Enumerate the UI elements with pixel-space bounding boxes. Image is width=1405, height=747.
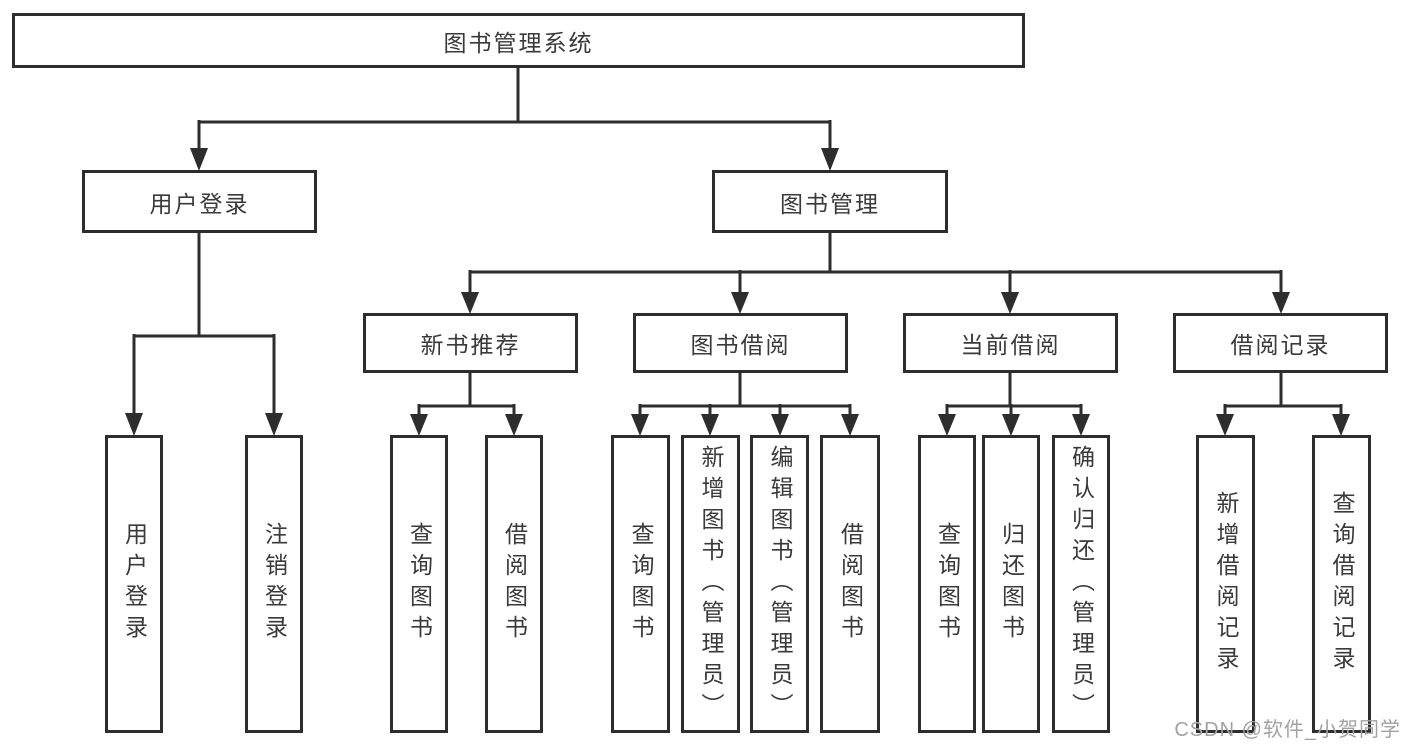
leaf-label: 新增图书（管理员） [698, 444, 724, 724]
leaf-query-books-borrow: 查询图书 [611, 435, 670, 733]
node-book-management: 图书管理 [712, 170, 948, 233]
leaf-borrow-books: 借阅图书 [820, 435, 880, 733]
leaf-label: 编辑图书（管理员） [767, 444, 793, 724]
leaf-user-login: 用户登录 [105, 435, 163, 733]
leaf-label: 借阅图书 [837, 522, 864, 646]
leaf-confirm-return-admin: 确认归还（管理员） [1052, 435, 1110, 733]
leaf-query-books-current: 查询图书 [918, 435, 976, 733]
leaf-label: 注销登录 [261, 522, 288, 646]
node-label: 新书推荐 [420, 332, 521, 358]
leaf-label: 借阅图书 [501, 522, 528, 646]
leaf-query-books-recommend: 查询图书 [390, 435, 448, 733]
node-book-borrow: 图书借阅 [633, 313, 848, 373]
leaf-label: 查询借阅记录 [1329, 491, 1355, 677]
leaf-logout: 注销登录 [245, 435, 303, 733]
node-label: 借阅记录 [1230, 332, 1331, 358]
node-label: 图书管理系统 [443, 29, 594, 56]
node-library-management-system: 图书管理系统 [12, 13, 1025, 68]
arrowheads [125, 148, 1350, 436]
leaf-label: 归还图书 [998, 522, 1025, 646]
leaf-edit-book-admin: 编辑图书（管理员） [750, 435, 809, 733]
node-label: 用户登录 [149, 190, 250, 217]
leaf-return-book: 归还图书 [982, 435, 1040, 733]
node-user-login: 用户登录 [82, 170, 317, 233]
node-current-borrow: 当前借阅 [903, 313, 1118, 373]
leaf-label: 查询图书 [406, 522, 433, 646]
node-new-book-recommend: 新书推荐 [363, 313, 578, 373]
leaf-add-borrow-record: 新增借阅记录 [1196, 435, 1255, 733]
node-label: 图书管理 [780, 190, 880, 217]
csdn-watermark: CSDN @软件_小贺同学 [1174, 719, 1401, 741]
leaf-label: 新增借阅记录 [1213, 491, 1239, 677]
leaf-label: 查询图书 [628, 522, 654, 646]
leaf-add-book-admin: 新增图书（管理员） [681, 435, 740, 733]
node-borrow-records: 借阅记录 [1173, 313, 1388, 373]
node-label: 图书借阅 [690, 332, 791, 358]
leaf-query-borrow-record: 查询借阅记录 [1312, 435, 1371, 733]
leaf-borrow-books-recommend: 借阅图书 [485, 435, 543, 733]
leaf-label: 确认归还（管理员） [1068, 444, 1095, 724]
leaf-label: 用户登录 [121, 522, 148, 646]
leaf-label: 查询图书 [934, 522, 961, 646]
node-label: 当前借阅 [960, 332, 1061, 358]
